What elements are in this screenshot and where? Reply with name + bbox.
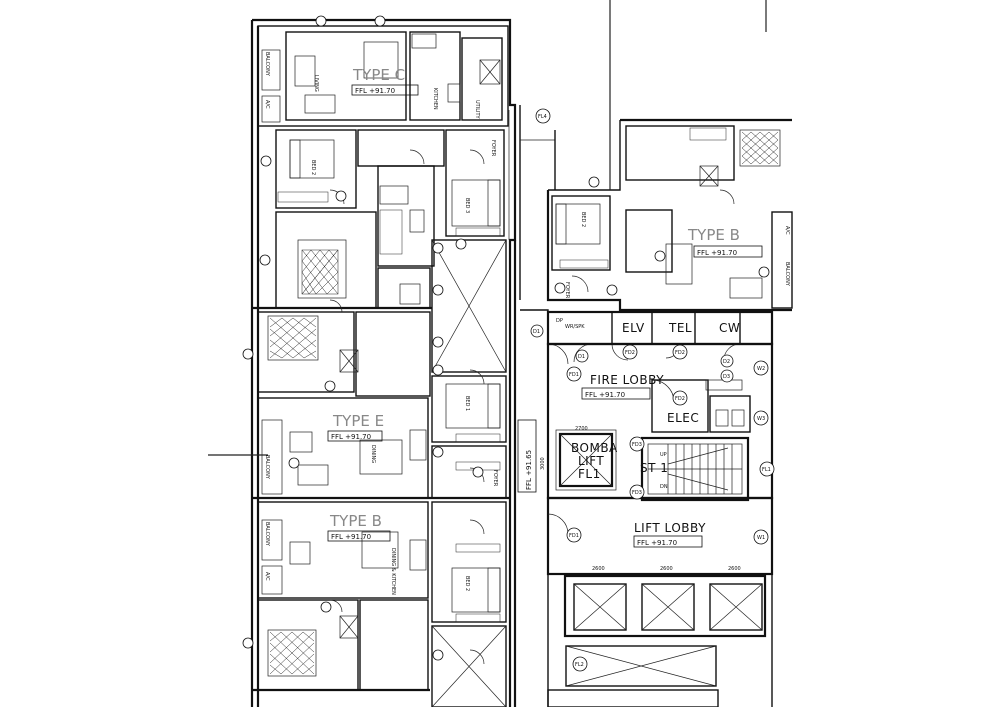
bomba-lift-line1: BOMBA [571, 441, 618, 455]
tag-w2: W2 [757, 366, 765, 372]
stair-st1: ST 1 [640, 461, 668, 475]
type-b-right-ffl: FFL +91.70 [697, 249, 737, 257]
type-e-label: TYPE E [332, 412, 384, 430]
room-living: LIVING [313, 75, 319, 92]
central-core: FFL +91.65 3000 ELV TEL CW WR/SPK DP FIR… [508, 105, 774, 707]
tag-d3: D3 [723, 374, 730, 380]
room-labels-left: LIVING BED 2 BED 3 KITCHEN UTILITY BALCO… [264, 52, 498, 595]
tag-fd3-b: FD3 [632, 490, 642, 496]
bomba-lift-line2: LIFT [578, 454, 604, 468]
room-foyer-mid: FOYER [492, 470, 498, 487]
fire-lobby-ffl: FFL +91.70 [585, 391, 625, 399]
stair-treads [667, 444, 733, 494]
dim-2600-c: 2600 [728, 566, 741, 572]
room-balcony-top: BALCONY [264, 52, 270, 77]
tag-w1: W1 [757, 535, 765, 541]
right-apartment-block: TYPE B FFL +91.70 BED 2 BALCONY A/C FOYE… [546, 0, 793, 312]
room-bed1: BED 1 [464, 396, 470, 411]
room-foyer-right: FOYER [564, 282, 570, 299]
tag-fd1-a: FD1 [569, 372, 579, 378]
room-kitchen: KITCHEN [432, 88, 438, 110]
type-e-ffl: FFL +91.70 [331, 433, 371, 441]
lift-lobby-label: LIFT LOBBY [634, 521, 706, 535]
unit-labels-left: TYPE C FFL +91.70 TYPE E FFL +91.70 TYPE… [327, 66, 419, 542]
room-elec: ELEC [667, 411, 699, 425]
dim-2600-a: 2600 [592, 566, 605, 572]
tag-fl1: FL1 [762, 467, 771, 473]
dim-3000: 3000 [540, 457, 546, 470]
type-b-lower-ffl: FFL +91.70 [331, 533, 371, 541]
tag-d1-a: D1 [533, 329, 540, 335]
tag-fd2-b: FD2 [675, 350, 685, 356]
room-foyer-top: FOYER [490, 140, 496, 157]
room-balcony-mid: BALCONY [264, 455, 270, 480]
room-bed3: BED 3 [464, 198, 470, 213]
bomba-lift-line3: FL1 [578, 467, 601, 481]
room-utility: UTILITY [474, 100, 480, 120]
room-elv: ELV [622, 321, 645, 335]
tag-fl4: FL4 [538, 114, 547, 120]
tag-d1-b: D1 [578, 354, 585, 360]
tag-d2: D2 [723, 359, 730, 365]
tag-fd3-a: FD3 [632, 442, 642, 448]
room-tel: TEL [668, 321, 692, 335]
wr-spk-label: WR/SPK [565, 324, 585, 330]
room-dining: DINING [370, 445, 376, 463]
left-apartment-block [208, 18, 517, 707]
stair-dn: DN [660, 484, 668, 490]
door-window-tags: D1 D1 D2 D3 FD1 FD1 FD2 FD2 FD2 FD3 FD3 … [530, 108, 775, 672]
tag-fd1-b: FD1 [569, 533, 579, 539]
tag-w3: W3 [757, 416, 765, 422]
room-bed2-top: BED 2 [310, 160, 316, 175]
tag-fl2: FL2 [575, 662, 584, 668]
room-balcony-lower: BALCONY [264, 522, 270, 547]
room-balcony-right: BALCONY [784, 262, 790, 287]
room-ac-lower: A/C [264, 572, 270, 581]
fire-lobby-label: FIRE LOBBY [590, 373, 664, 387]
tag-fd2-a: FD2 [625, 350, 635, 356]
room-ac-right: A/C [784, 226, 790, 235]
dim-2600-b: 2600 [660, 566, 673, 572]
lift-cars [573, 583, 763, 631]
lift-lobby-ffl: FFL +91.70 [637, 539, 677, 547]
room-bed2-lower: BED 2 [464, 576, 470, 591]
apartment-item-tags [242, 15, 770, 661]
corridor-ffl: FFL +91.65 [525, 450, 533, 490]
type-c-ffl: FFL +91.70 [355, 87, 395, 95]
tag-fd2-c: FD2 [675, 396, 685, 402]
room-dining-kitchen: DINING & KITCHEN [390, 548, 396, 595]
type-b-lower-label: TYPE B [329, 512, 382, 530]
room-bed2-right: BED 2 [580, 212, 586, 227]
dp-label: DP [556, 318, 563, 324]
room-cw: CW [719, 321, 740, 335]
room-ac-top: A/C [264, 100, 270, 109]
type-c-label: TYPE C [352, 66, 405, 84]
type-b-right-label: TYPE B [687, 226, 740, 244]
dim-2700: 2700 [575, 426, 588, 432]
stair-up: UP [660, 452, 667, 458]
